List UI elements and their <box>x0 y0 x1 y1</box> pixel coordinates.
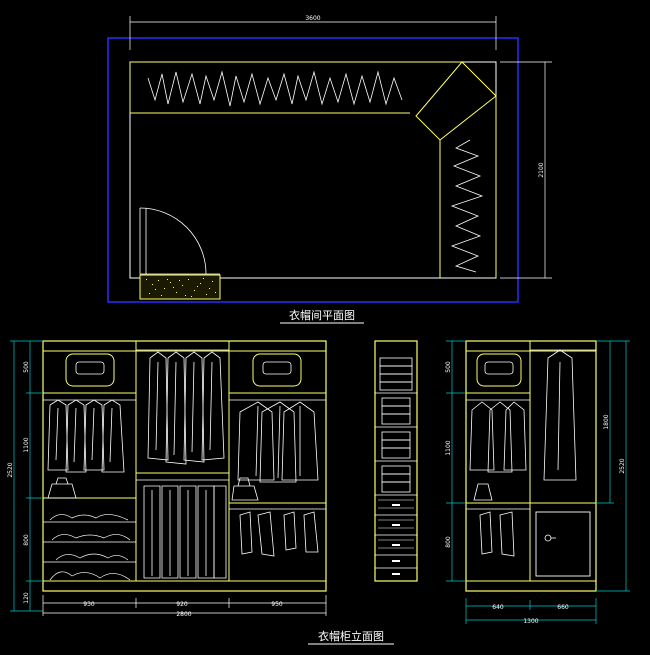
plan-title: 衣帽间平面图 <box>289 308 355 322</box>
left-height-4: 120 <box>23 592 30 604</box>
side-elevation <box>374 340 418 582</box>
plan-depth-label: 2100 <box>538 162 545 177</box>
safe-dial-icon <box>544 534 552 542</box>
bottom-width-3: 950 <box>271 601 283 608</box>
plan-corner-unit <box>415 61 497 141</box>
shoe-shelves <box>43 514 136 581</box>
right-storage-bin-handle <box>484 361 514 375</box>
drawer-handles <box>392 504 400 575</box>
right-unit-height-2: 1100 <box>445 440 452 455</box>
right-unit-width-2: 660 <box>557 604 569 611</box>
plan-width-label: 3600 <box>305 15 320 22</box>
right-storage-bin <box>476 353 522 387</box>
plan-rug <box>139 274 221 300</box>
bottom-width-total: 2800 <box>176 611 191 618</box>
storage-bin-right <box>252 353 302 387</box>
bag-left <box>47 477 77 499</box>
left-height-3: 800 <box>23 534 30 546</box>
storage-bin-handle-right <box>262 361 292 375</box>
elevation-left-dimension <box>10 340 43 612</box>
right-unit-side-height-1: 1800 <box>603 414 610 429</box>
elevation-bottom-dimension <box>42 595 327 616</box>
left-height-1: 500 <box>23 361 30 373</box>
plan-outer-border <box>107 37 519 303</box>
elevation-title: 衣帽柜立面图 <box>318 629 384 643</box>
main-elevation: 500 1100 800 120 2520 930 920 950 2800 <box>7 340 327 618</box>
plan-door <box>139 207 220 275</box>
plan-hangers-top <box>147 70 403 107</box>
right-unit-height-3: 800 <box>445 536 452 548</box>
bottom-width-2: 920 <box>176 601 188 608</box>
plan-width-dimension <box>129 16 497 50</box>
right-unit-bottom-dimension <box>465 598 597 624</box>
plan-depth-dimension <box>500 61 552 279</box>
left-height-total: 2520 <box>7 462 14 477</box>
plan-view: 3600 2100 <box>107 15 552 324</box>
left-height-2: 1100 <box>23 437 30 452</box>
bottom-width-1: 930 <box>83 601 95 608</box>
bag-right <box>231 477 259 501</box>
plan-room-outline <box>129 61 497 279</box>
right-unit-height-1: 500 <box>445 361 452 373</box>
right-unit-width-total: 1300 <box>523 618 538 625</box>
side-unit-shelves <box>375 392 417 569</box>
right-unit-width-1: 640 <box>492 604 504 611</box>
plan-right-wardrobe <box>439 96 497 278</box>
plan-top-wardrobe <box>129 61 462 114</box>
safe-box <box>535 511 591 577</box>
right-unit-left-dimension <box>446 340 466 582</box>
plan-hangers-right <box>450 139 484 273</box>
shirts-left-section <box>47 399 125 473</box>
drawer-texture <box>378 499 414 549</box>
right-unit-right-dimension <box>596 340 630 592</box>
right-unit-frame <box>465 340 597 592</box>
folded-clothes-stacks <box>379 357 413 493</box>
short-garments-right <box>239 511 319 557</box>
jackets-right-section <box>237 401 319 483</box>
right-unit-frame-lines <box>466 341 596 582</box>
elevation-frame-lines <box>42 340 327 582</box>
right-unit-garments <box>466 349 596 557</box>
right-unit-side-height-2: 2520 <box>619 458 626 473</box>
coats-middle-section <box>147 351 225 465</box>
storage-bin-handle-left <box>75 361 105 375</box>
trousers-middle-section <box>143 485 227 579</box>
storage-bin-left <box>65 353 115 387</box>
right-elevation: 500 1100 800 1800 2520 640 660 1300 <box>445 340 630 625</box>
plan-rug-pattern <box>146 278 216 297</box>
